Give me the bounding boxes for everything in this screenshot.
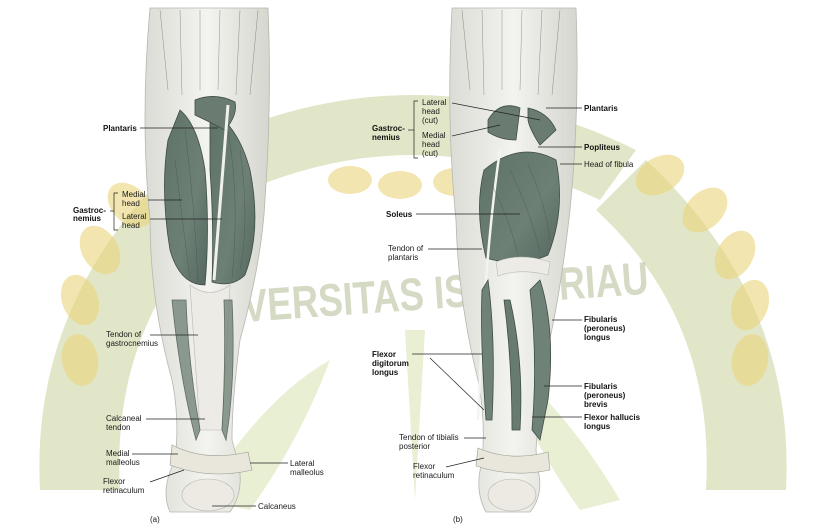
label-calcaneus: Calcaneus bbox=[258, 502, 296, 511]
label-tendon-gastroc-2: gastrocnemius bbox=[106, 339, 158, 348]
label-lateral-head-a-2: head bbox=[122, 221, 140, 230]
label-flexor-hallucis-2: longus bbox=[584, 422, 611, 431]
label-flexor-dig-1: Flexor bbox=[372, 350, 396, 359]
label-medial-malleolus-2: malleolus bbox=[106, 458, 140, 467]
label-flexor-dig-2: digitorum bbox=[372, 359, 409, 368]
label-medial-head-a-1: Medial bbox=[122, 190, 146, 199]
label-plantaris-b: Plantaris bbox=[584, 104, 618, 113]
panel-a-letter: (a) bbox=[150, 515, 160, 524]
label-tendon-tibialis-1: Tendon of tibialis bbox=[399, 433, 459, 442]
label-tendon-plantaris-2: plantaris bbox=[388, 253, 418, 262]
label-flexor-dig-3: longus bbox=[372, 368, 399, 377]
label-flexor-retinaculum-a-2: retinaculum bbox=[103, 486, 145, 495]
label-lateral-head-cut-1: Lateral bbox=[422, 98, 447, 107]
label-tendon-plantaris-1: Tendon of bbox=[388, 244, 424, 253]
label-plantaris-a: Plantaris bbox=[103, 124, 137, 133]
label-calcaneal-tendon-1: Calcaneal bbox=[106, 414, 142, 423]
label-flexor-retinaculum-b-1: Flexor bbox=[413, 462, 436, 471]
label-lateral-malleolus-1: Lateral bbox=[290, 459, 315, 468]
label-tendon-tibialis-2: posterior bbox=[399, 442, 430, 451]
label-lateral-malleolus-2: malleolus bbox=[290, 468, 324, 477]
label-medial-head-a-2: head bbox=[122, 199, 140, 208]
label-fibularis-brevis-2: (peroneus) bbox=[584, 391, 626, 400]
label-tendon-gastroc-1: Tendon of bbox=[106, 330, 142, 339]
label-medial-malleolus-1: Medial bbox=[106, 449, 130, 458]
label-medial-head-cut-3: (cut) bbox=[422, 149, 438, 158]
panel-b-letter: (b) bbox=[453, 515, 463, 524]
label-lateral-head-a-1: Lateral bbox=[122, 212, 147, 221]
label-popliteus: Popliteus bbox=[584, 143, 621, 152]
label-soleus: Soleus bbox=[386, 210, 413, 219]
label-flexor-retinaculum-b-2: retinaculum bbox=[413, 471, 455, 480]
label-flexor-hallucis-1: Flexor hallucis bbox=[584, 413, 641, 422]
label-head-fibula: Head of fibula bbox=[584, 160, 634, 169]
label-fibularis-brevis-1: Fibularis bbox=[584, 382, 618, 391]
label-fibularis-brevis-3: brevis bbox=[584, 400, 608, 409]
label-gastroc-b-1: Gastroc- bbox=[372, 124, 405, 133]
label-fibularis-longus-1: Fibularis bbox=[584, 315, 618, 324]
label-fibularis-longus-3: longus bbox=[584, 333, 611, 342]
label-calcaneal-tendon-2: tendon bbox=[106, 423, 130, 432]
label-lateral-head-cut-2: head bbox=[422, 107, 440, 116]
label-lateral-head-cut-3: (cut) bbox=[422, 116, 438, 125]
label-gastroc-b-2: nemius bbox=[372, 133, 401, 142]
label-flexor-retinaculum-a-1: Flexor bbox=[103, 477, 126, 486]
label-gastroc-a-2: nemius bbox=[73, 214, 102, 223]
label-medial-head-cut-1: Medial bbox=[422, 131, 446, 140]
label-fibularis-longus-2: (peroneus) bbox=[584, 324, 626, 333]
label-medial-head-cut-2: head bbox=[422, 140, 440, 149]
